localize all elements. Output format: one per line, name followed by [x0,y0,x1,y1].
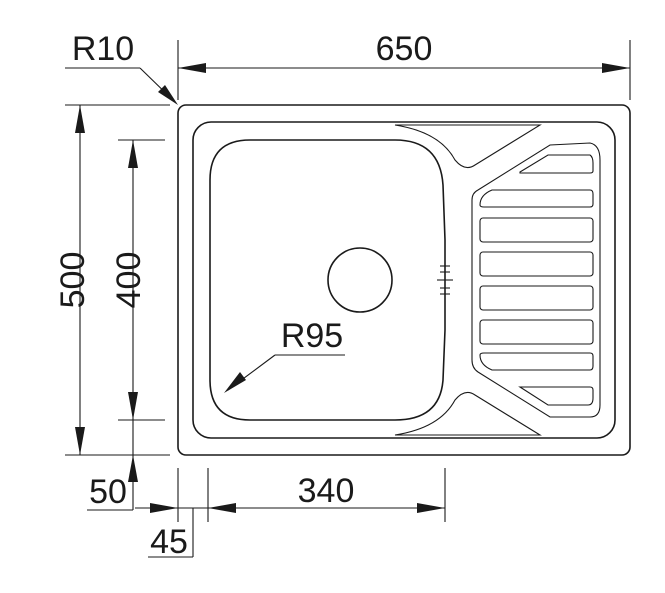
label-650: 650 [376,30,433,68]
dimension-corner-radius: R10 [65,30,178,105]
dimension-bowl-depth: 400 [110,139,165,455]
neck-top [394,124,542,169]
sink-outer-edge [177,104,631,456]
dimension-bowl-width: 340 [135,468,446,522]
label-r95: R95 [281,317,343,355]
label-r10: R10 [72,30,134,68]
dimension-side-offset: 45 [148,508,194,561]
label-340: 340 [298,472,355,510]
drain-hole [327,247,393,313]
dimension-overall-width: 650 [177,30,631,100]
label-50: 50 [89,473,127,511]
drainboard-outline [471,142,601,418]
overflow-icon [437,265,453,295]
dimension-overall-depth: 500 [54,104,170,456]
sink-inner-rim [192,121,616,439]
label-400: 400 [110,252,148,309]
label-45: 45 [150,523,188,561]
bowl-outline [209,139,446,421]
drainboard-ribs [479,154,594,406]
label-500: 500 [54,252,92,309]
neck-bottom [394,391,542,436]
dimension-bowl-radius: R95 [224,317,345,393]
dimension-front-offset: 50 [87,455,138,511]
